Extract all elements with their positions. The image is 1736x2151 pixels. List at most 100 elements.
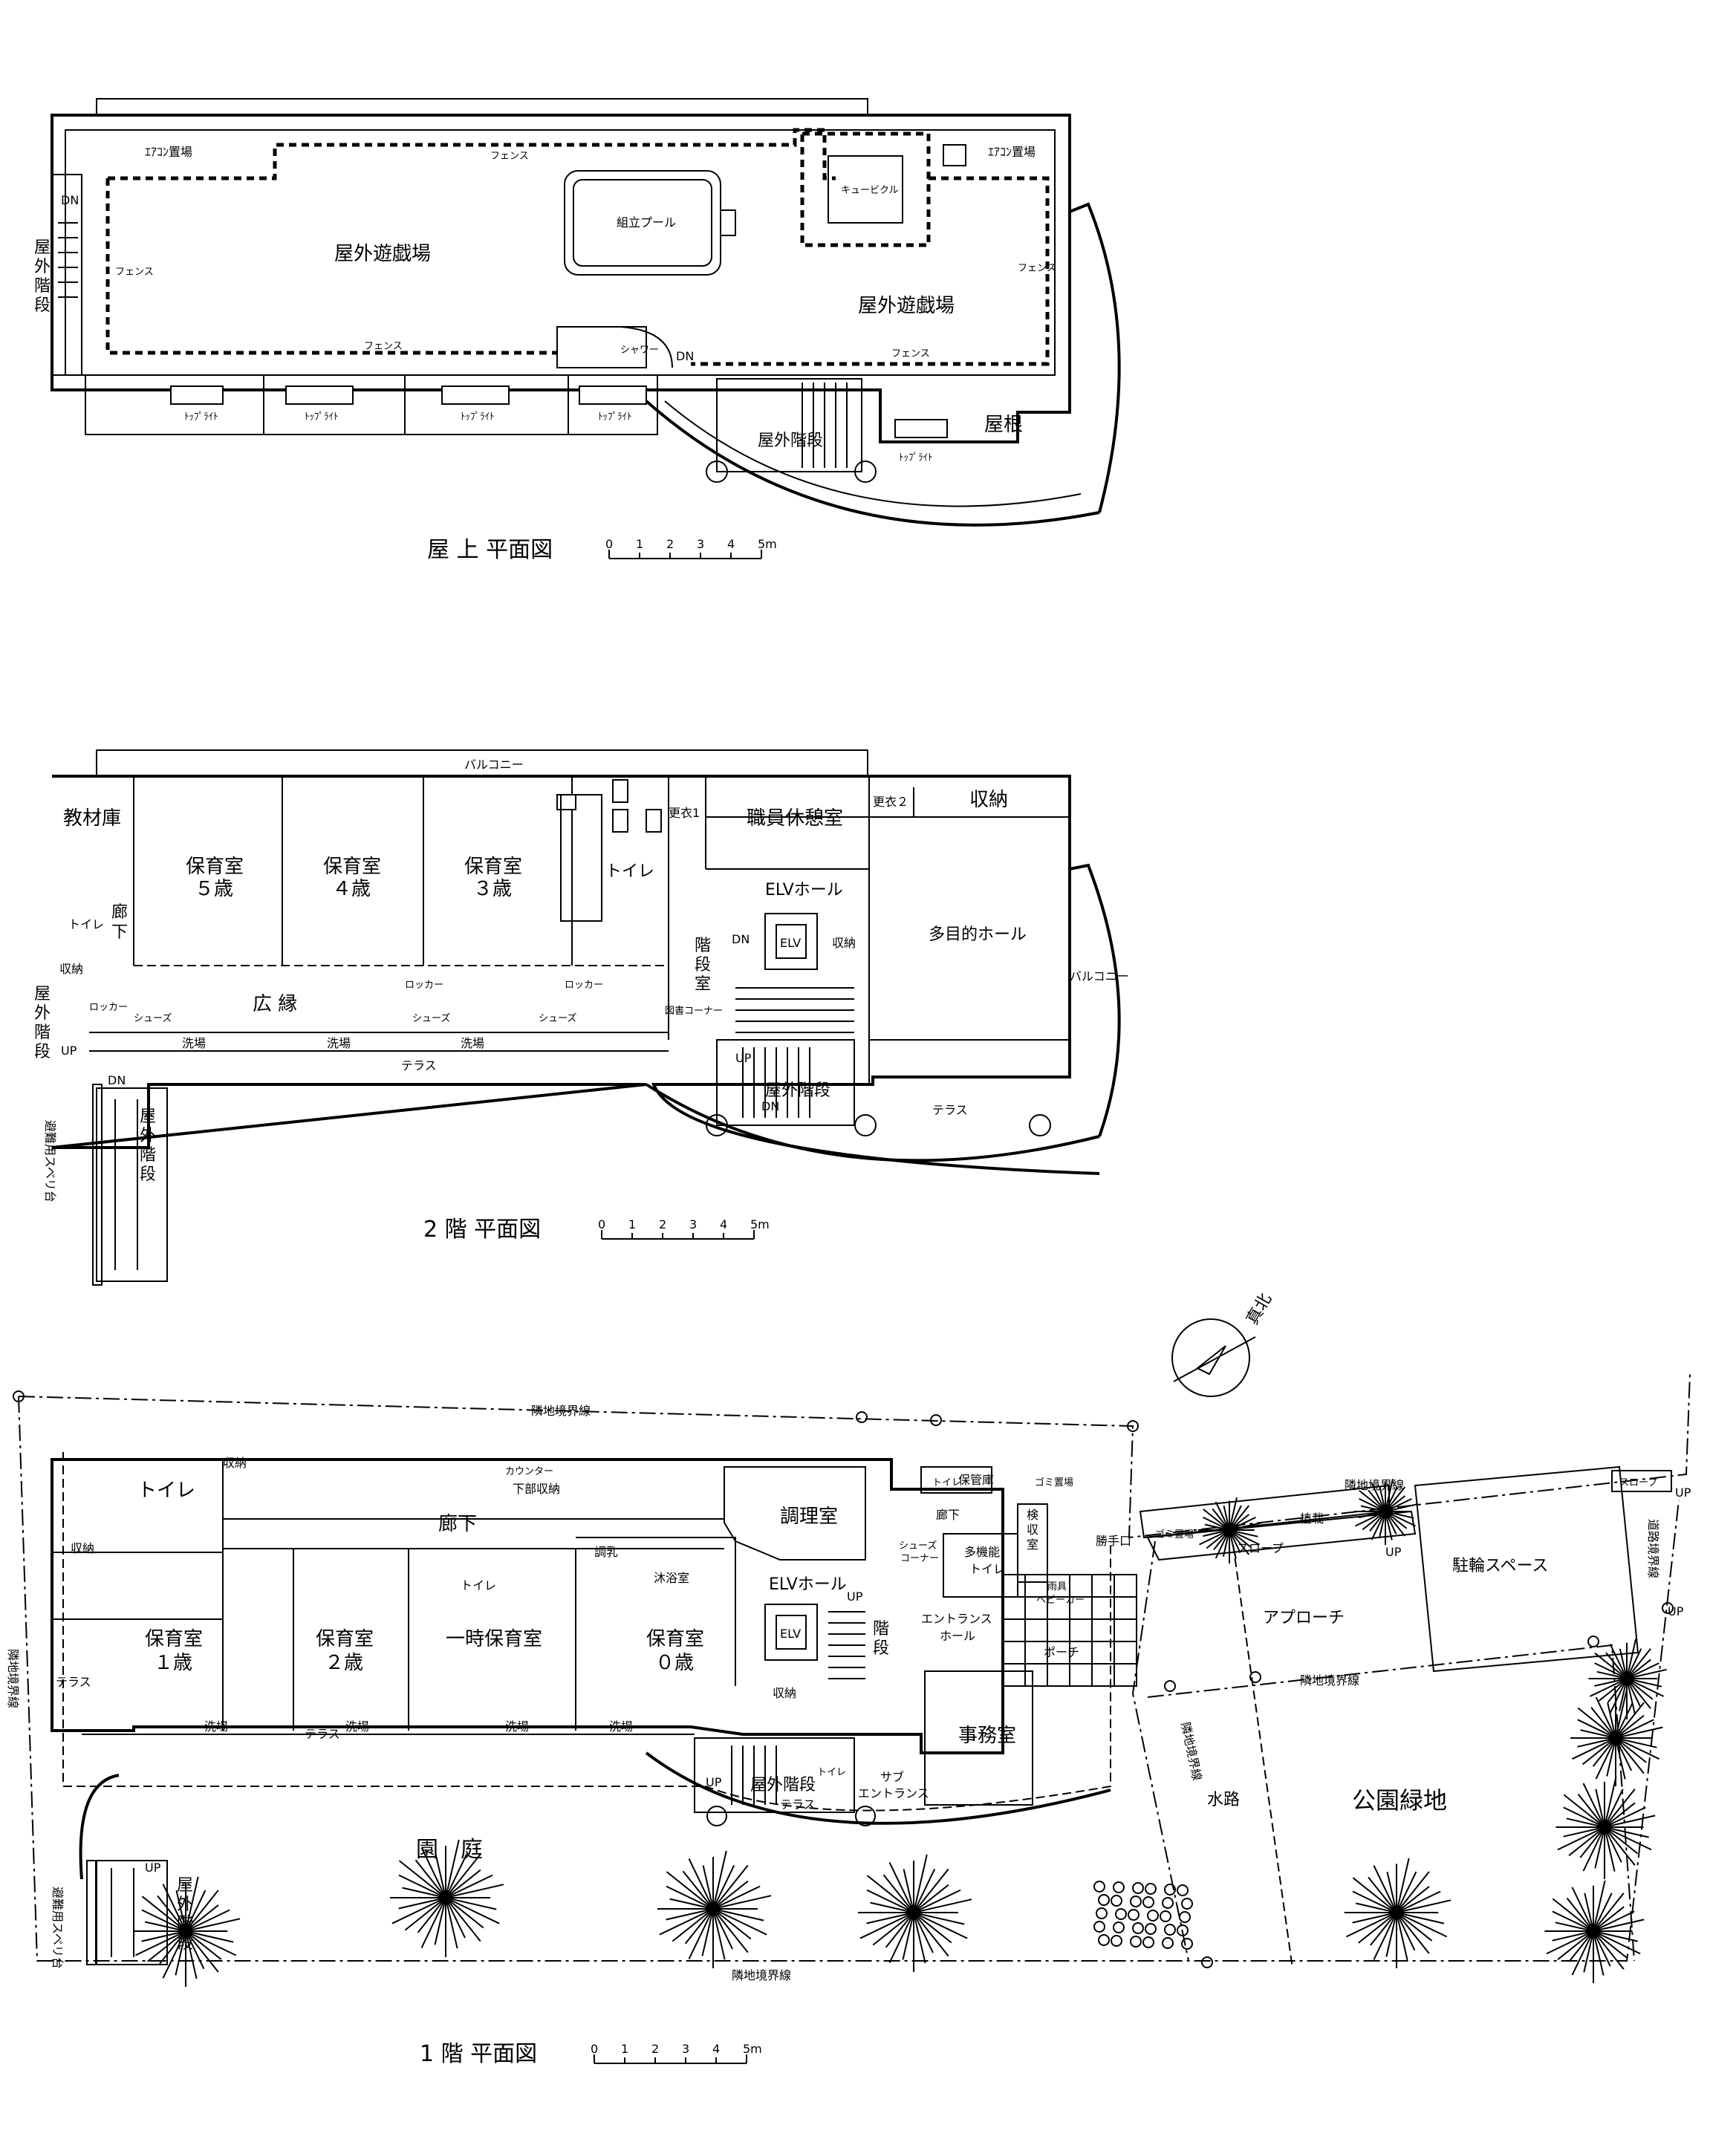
second-shoes-3: シューズ xyxy=(539,1012,576,1024)
second-corridor-a: 廊 xyxy=(111,903,128,922)
roof-curved-eave xyxy=(645,400,1100,527)
first-terrace-bottom: テラス xyxy=(780,1797,816,1812)
roof-curved-eave-inner xyxy=(664,400,1082,507)
second-elv-car xyxy=(776,924,807,959)
second-up: UP xyxy=(735,1051,752,1065)
second-toilet: トイレ xyxy=(605,862,654,881)
second-shoes-1: シューズ xyxy=(134,1012,172,1024)
svg-text:屋: 屋 xyxy=(34,238,51,257)
toplight-1 xyxy=(170,385,224,405)
second-nursery3-b: ３歳 xyxy=(473,878,512,900)
second-outdoor-stair-left: 屋 外 階 段 xyxy=(34,985,51,1061)
roof-fence-left: フェンス xyxy=(115,267,154,278)
roof-inner-wall xyxy=(65,129,1056,376)
first-park: 公園緑地 xyxy=(1352,1786,1447,1815)
svg-text:5m: 5m xyxy=(750,1217,770,1231)
second-balcony-right: バルコニー xyxy=(1070,969,1129,983)
roof-parapet xyxy=(96,98,868,116)
second-up-left: UP xyxy=(61,1044,77,1058)
second-wash-1: 洗場 xyxy=(182,1036,206,1050)
second-slide: 避難用スベリ台 xyxy=(43,1120,57,1203)
roof-outdoor-stair-treads xyxy=(802,383,848,468)
second-outdoor-stair: 屋外階段 xyxy=(765,1081,830,1100)
first-inspection xyxy=(1017,1503,1048,1583)
shrub-cluster-icon xyxy=(1093,1881,1193,1950)
roof-play-left: 屋外遊戯場 xyxy=(334,243,431,265)
first-formula: 調乳 xyxy=(594,1545,618,1559)
roof-left-stair xyxy=(51,174,82,376)
first-up-stair: UP xyxy=(847,1589,863,1604)
second-column xyxy=(706,1114,728,1136)
first-slide xyxy=(86,1860,97,1965)
first-wash-4: 洗場 xyxy=(609,1719,633,1734)
tree-icon xyxy=(1555,1776,1656,1879)
second-shoes-2: シューズ xyxy=(412,1012,450,1024)
second-balcony-top-label: バルコニー xyxy=(464,758,524,772)
first-left-stair xyxy=(96,1860,168,1965)
first-elv-car xyxy=(776,1615,807,1650)
tree-icon xyxy=(657,1850,772,1968)
first-boundary-right: 道路境界線 xyxy=(1646,1519,1660,1578)
svg-text:2: 2 xyxy=(659,1217,666,1231)
first-temp-nursery: 一時保育室 xyxy=(446,1628,542,1650)
roof-aircon-left: ｴｱｺﾝ置場 xyxy=(145,145,192,159)
roof-fence-bottom-right: フェンス xyxy=(891,348,930,359)
first-toilet-small: トイレ xyxy=(932,1477,961,1488)
tree-icon xyxy=(1544,1880,1645,1983)
roof-column xyxy=(854,461,877,483)
first-inspection-c: 室 xyxy=(1027,1537,1038,1552)
first-nursery1-a: 保育室 xyxy=(145,1628,203,1650)
first-slope-right xyxy=(1611,1470,1672,1492)
first-service-entry: 勝手口 xyxy=(1096,1534,1131,1548)
first-planting: 植栽 xyxy=(1300,1511,1324,1526)
second-corridor-b: 下 xyxy=(111,923,128,942)
toplight-4 xyxy=(579,385,647,405)
second-toilet-block xyxy=(560,794,602,922)
second-library: 図書コーナー xyxy=(665,1006,723,1017)
first-sub-b: エントランス xyxy=(858,1786,929,1800)
first-toilet-stair: トイレ xyxy=(817,1767,846,1778)
first-janitor-label: 保管庫 xyxy=(958,1473,994,1487)
roof-dn-left: DN xyxy=(61,193,79,207)
second-scale-bar: 0 1 2 3 4 5m xyxy=(598,1217,770,1240)
second-changing2: 更衣２ xyxy=(873,795,908,809)
boundary-marker xyxy=(1201,1956,1213,1968)
first-stair-b: 段 xyxy=(873,1639,889,1658)
first-boundary-bottom: 隣地境界線 xyxy=(732,1968,791,1982)
roof-outdoor-stair-left: 屋 外 階 段 xyxy=(34,238,51,315)
second-outer-wall xyxy=(51,775,1100,1175)
first-column xyxy=(855,1806,876,1826)
first-inspection-b: 収 xyxy=(1027,1523,1038,1537)
svg-text:階: 階 xyxy=(34,1024,51,1042)
roof-aircon-box xyxy=(943,144,966,166)
first-scale-bar: 0 1 2 3 4 5m xyxy=(591,2042,762,2064)
first-corridor: 廊下 xyxy=(438,1513,477,1535)
roof-cubicle xyxy=(800,131,931,247)
second-curved-terrace xyxy=(645,1083,1100,1162)
site-boundary-water xyxy=(1131,1540,1189,1962)
roof-right-wall xyxy=(1069,202,1121,513)
first-nursery2-a: 保育室 xyxy=(316,1628,374,1650)
first-porch: ポーチ xyxy=(1044,1645,1079,1659)
second-nursery4-a: 保育室 xyxy=(323,856,381,878)
second-stair-room-a: 階 xyxy=(695,937,711,955)
second-dn: DN xyxy=(732,932,750,946)
roof-scale-bar: 0 1 2 3 4 5m xyxy=(605,537,777,559)
second-floor-plan: バルコニー 教材庫 保育室 ５歳 保育室 ４歳 保育室 ３歳 トイレ トイレ 更… xyxy=(34,749,1129,1286)
svg-text:2: 2 xyxy=(666,537,674,551)
roof-column xyxy=(706,461,728,483)
svg-text:階: 階 xyxy=(177,1915,193,1933)
second-outdoor-stair-treads xyxy=(742,1047,810,1118)
first-shoes-b: コーナー xyxy=(900,1553,939,1564)
roof-roof-label: 屋根 xyxy=(984,414,1023,436)
first-wash-2: 洗場 xyxy=(345,1719,369,1734)
tree-icon xyxy=(1344,1858,1451,1968)
second-outdoor-stair-down: 屋 外 階 段 xyxy=(140,1107,156,1184)
second-nursery3-a: 保育室 xyxy=(464,856,522,878)
first-garbage: ゴミ置場 xyxy=(1035,1477,1073,1488)
roof-toplight-dividers xyxy=(263,375,569,435)
svg-text:4: 4 xyxy=(727,537,735,551)
first-boundary-left: 隣地境界線 xyxy=(6,1649,20,1708)
second-locker-1: ロッカー xyxy=(405,980,443,991)
